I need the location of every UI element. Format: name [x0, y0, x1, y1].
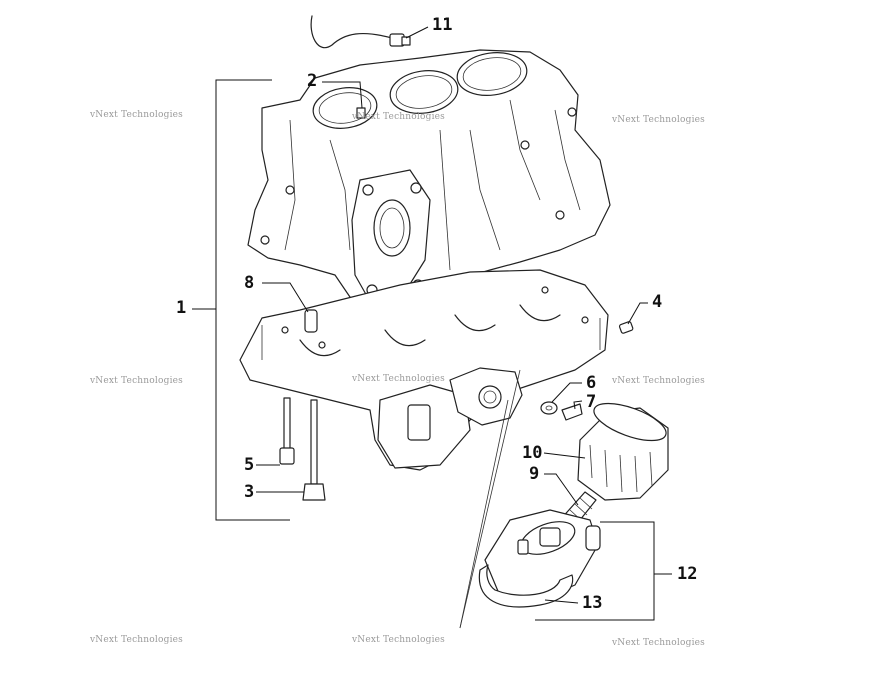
o-ring-13: [478, 564, 574, 608]
cylinder-block: [247, 49, 611, 323]
callout-7: 7: [586, 392, 597, 412]
callout-9: 9: [529, 464, 540, 484]
guide-line-b: [459, 399, 509, 629]
callout-10: 10: [522, 443, 543, 463]
washer-and-bolt: [540, 401, 583, 421]
callout-2: 2: [307, 71, 318, 91]
callout-4: 4: [652, 292, 663, 312]
long-bolts: [279, 397, 326, 501]
oil-filter-adapter: [449, 367, 523, 426]
watermark: vNext Technologies: [90, 376, 184, 386]
bolt-4: [618, 321, 634, 334]
oil-cooler: [484, 509, 601, 603]
knock-sensor: [310, 15, 411, 49]
callout-8: 8: [244, 273, 255, 293]
watermark: vNext Technologies: [90, 110, 184, 120]
callout-5: 5: [244, 455, 255, 475]
watermark: vNext Technologies: [612, 376, 706, 386]
watermark: vNext Technologies: [352, 374, 446, 384]
oil-filter: [577, 402, 669, 501]
watermark: vNext Technologies: [612, 115, 706, 125]
watermark: vNext Technologies: [90, 635, 184, 645]
callout-6: 6: [586, 373, 597, 393]
callout-12: 12: [677, 564, 698, 584]
watermark: vNext Technologies: [612, 638, 706, 648]
callout-1: 1: [176, 298, 187, 318]
callout-3: 3: [244, 482, 255, 502]
watermark: vNext Technologies: [352, 635, 446, 645]
watermark: vNext Technologies: [352, 112, 446, 122]
guide-line-a: [459, 369, 521, 629]
callout-11: 11: [432, 15, 453, 35]
crankcase: [239, 269, 609, 471]
leader-lines: [192, 26, 672, 621]
callout-13: 13: [582, 593, 603, 613]
